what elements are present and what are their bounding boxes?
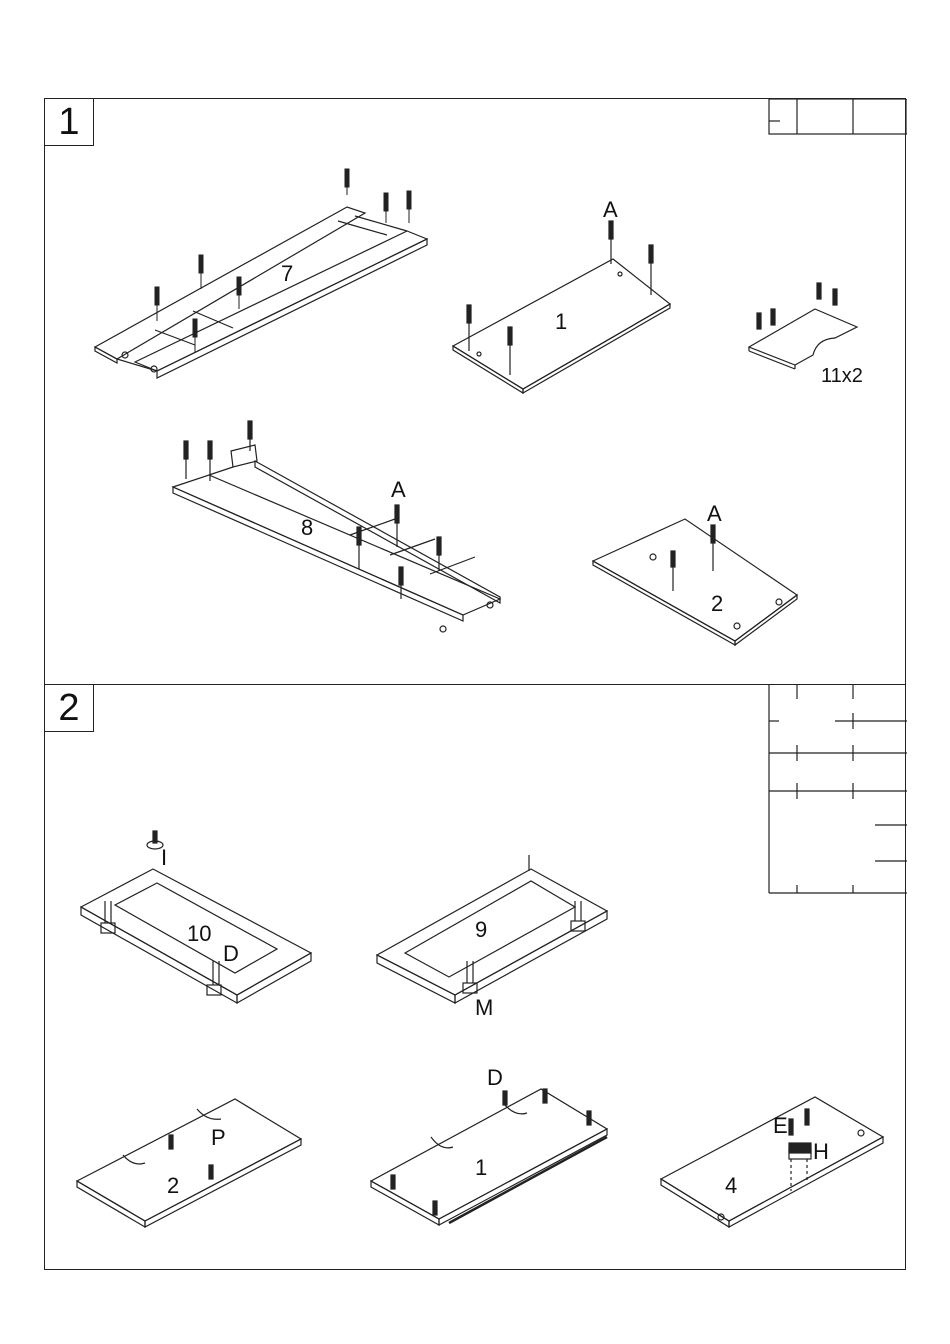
hardware-a-label-panel-8: A: [391, 479, 406, 501]
hardware-h-label: H: [813, 1141, 829, 1163]
panel-2-label: 2: [711, 593, 723, 615]
step-number-2: 2: [44, 684, 94, 732]
hardware-m-label: M: [475, 997, 493, 1019]
step-2-panel: 2 I 10 D 9 M P 2 D 1 E H 4: [44, 684, 906, 1270]
panel-1b-label: 1: [475, 1157, 487, 1179]
hardware-e-label: E: [773, 1115, 788, 1137]
hardware-d-label-panel-10: D: [223, 943, 239, 965]
hardware-p-label: P: [211, 1127, 226, 1149]
hardware-d-label-panel-1: D: [487, 1067, 503, 1089]
hardware-a-label-panel-1: A: [603, 199, 618, 221]
panel-10-label: 10: [187, 923, 211, 945]
step-1-panel: 1 7 1 A 11x2 8 A A 2: [44, 98, 906, 685]
panel-1b-drawing: [371, 1089, 607, 1225]
panel-2b-label: 2: [167, 1175, 179, 1197]
step-1-illustration: [45, 99, 907, 686]
panel-1-label: 1: [555, 311, 567, 333]
panel-1-drawing: [453, 221, 670, 393]
panel-2b-drawing: [77, 1099, 301, 1227]
panel-8-frame-drawing: [173, 421, 500, 632]
hardware-i-label: I: [161, 847, 167, 869]
panel-10-frame-drawing: [81, 831, 311, 1003]
step-1-mini-diagram: [769, 99, 907, 134]
panel-2-drawing: [593, 519, 797, 645]
panel-7-label: 7: [281, 263, 293, 285]
panel-11-quantity-label: 11x2: [821, 365, 863, 387]
step-2-mini-diagram: [769, 685, 907, 893]
panel-7-frame-drawing: [95, 207, 427, 378]
panel-4-label: 4: [725, 1175, 737, 1197]
panel-9-frame-drawing: [377, 855, 607, 1003]
panel-4-drawing: [661, 1097, 883, 1227]
hardware-a-label-panel-2: A: [707, 503, 722, 525]
step-number-1: 1: [44, 98, 94, 146]
panel-8-label: 8: [301, 517, 313, 539]
panel-9-label: 9: [475, 919, 487, 941]
panel-11-drawing: [749, 283, 857, 369]
